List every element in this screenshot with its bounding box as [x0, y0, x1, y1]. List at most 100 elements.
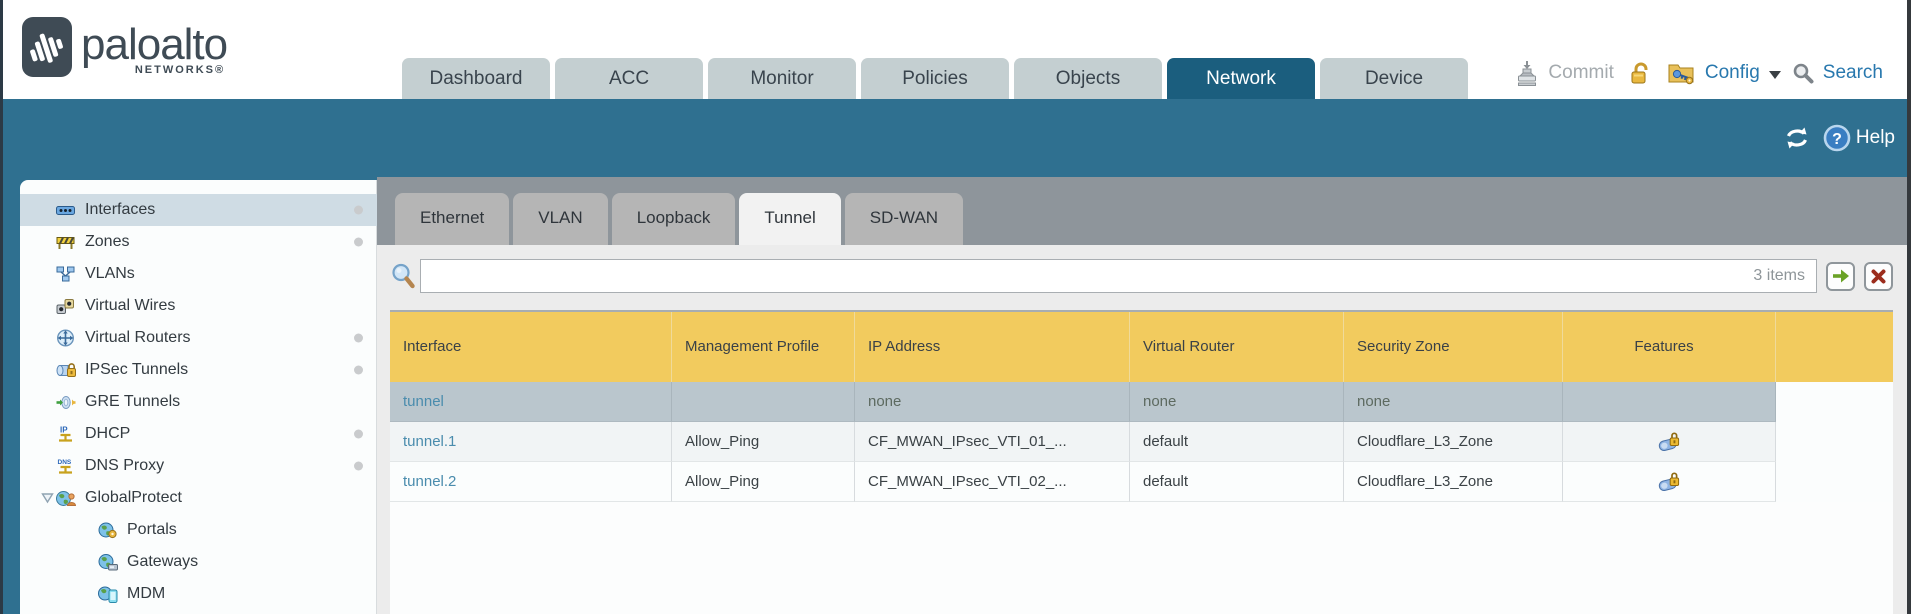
interfaces-icon: [56, 201, 76, 219]
interface-type-tabs: Ethernet VLAN Loopback Tunnel SD-WAN: [377, 177, 1907, 245]
security-zone-cell: Cloudflare_L3_Zone: [1344, 422, 1563, 462]
sidebar-item[interactable]: IP DHCP: [20, 418, 377, 450]
nav-tab[interactable]: Policies: [861, 58, 1009, 99]
status-dot: [354, 461, 363, 471]
column-header[interactable]: Features: [1563, 312, 1776, 382]
sidebar-item-label: GlobalProtect: [85, 489, 182, 506]
globalprotect-icon: [56, 489, 76, 507]
table-header-row: Interface Management Profile IP Address …: [390, 312, 1893, 382]
mdm-icon: [98, 585, 118, 603]
virtual-router-cell: none: [1130, 382, 1344, 422]
help-label[interactable]: Help: [1855, 127, 1895, 148]
table-row[interactable]: tunnel.2 Allow_Ping CF_MWAN_IPsec_VTI_02…: [390, 462, 1893, 502]
nav-tab[interactable]: Monitor: [708, 58, 856, 99]
tunnel-panel: 3 items Interface: [377, 245, 1907, 614]
management-profile-cell: Allow_Ping: [672, 422, 855, 462]
svg-text:IP: IP: [60, 426, 68, 435]
app-header: paloalto NETWORKS® Dashboard ACC Monitor…: [3, 0, 1907, 99]
features-cell: [1563, 462, 1776, 502]
management-profile-cell: [672, 382, 855, 422]
subtab[interactable]: VLAN: [513, 193, 608, 245]
main-content: Ethernet VLAN Loopback Tunnel SD-WAN: [377, 177, 1907, 614]
sidebar-item[interactable]: VLANs: [20, 258, 377, 290]
brand-word: paloalto: [81, 20, 228, 69]
utility-toolbar: Commit Config Search: [1515, 56, 1883, 90]
sidebar-item[interactable]: Portals: [20, 514, 377, 546]
status-dot: [354, 365, 363, 375]
lock-icon[interactable]: [1629, 61, 1652, 86]
sidebar-item[interactable]: Virtual Wires: [20, 290, 377, 322]
table-row[interactable]: tunnel none none none: [390, 382, 1893, 422]
column-header[interactable]: IP Address: [855, 312, 1130, 382]
interface-link[interactable]: tunnel.1: [403, 433, 457, 450]
help-icon[interactable]: ?: [1823, 124, 1851, 152]
sidebar-item[interactable]: Virtual Routers: [20, 322, 377, 354]
row-filler: [1776, 422, 1893, 462]
zones-icon: [56, 233, 76, 251]
filter-input[interactable]: 3 items: [420, 259, 1817, 293]
interface-link[interactable]: tunnel.2: [403, 473, 457, 490]
features-lock-icon: [1657, 431, 1682, 452]
sidebar-item-label: Virtual Wires: [85, 297, 176, 314]
column-header-filler: [1776, 312, 1893, 382]
subtab[interactable]: SD-WAN: [844, 193, 964, 245]
sidebar-item[interactable]: Interfaces: [20, 194, 377, 226]
subtab[interactable]: Ethernet: [395, 193, 510, 245]
config-icon[interactable]: [1667, 61, 1696, 85]
apply-filter-button[interactable]: [1826, 261, 1855, 291]
refresh-icon[interactable]: [1782, 126, 1812, 150]
sidebar-item[interactable]: MDM: [20, 578, 377, 610]
security-zone-cell: Cloudflare_L3_Zone: [1344, 462, 1563, 502]
config-button[interactable]: Config: [1704, 62, 1760, 83]
nav-tab[interactable]: Dashboard: [402, 58, 550, 99]
nav-tab[interactable]: ACC: [555, 58, 703, 99]
sidebar-item[interactable]: GlobalProtect: [20, 482, 377, 514]
tunnel-interfaces-table: Interface Management Profile IP Address …: [390, 310, 1893, 614]
column-header[interactable]: Virtual Router: [1130, 312, 1344, 382]
interface-cell: tunnel.2: [390, 462, 672, 502]
filter-row: 3 items: [390, 258, 1893, 294]
sidebar-item[interactable]: Zones: [20, 226, 377, 258]
virtual-wires-icon: [56, 297, 76, 315]
tree-expander-icon[interactable]: [41, 493, 54, 504]
chevron-down-icon[interactable]: [1768, 71, 1781, 79]
interface-link[interactable]: tunnel: [403, 393, 444, 410]
dns-proxy-icon: DNS: [56, 457, 76, 475]
search-icon[interactable]: [1792, 62, 1814, 84]
virtual-router-cell: default: [1130, 462, 1344, 502]
features-cell: [1563, 422, 1776, 462]
nav-tab[interactable]: Device: [1320, 58, 1468, 99]
search-button[interactable]: Search: [1822, 62, 1883, 83]
sidebar-item[interactable]: GRE Tunnels: [20, 386, 377, 418]
status-dot: [354, 333, 363, 343]
row-filler: [1776, 462, 1893, 502]
paloalto-logo-icon: [22, 17, 72, 77]
column-header[interactable]: Interface: [390, 312, 672, 382]
vlans-icon: [56, 265, 76, 283]
subtab[interactable]: Loopback: [611, 193, 736, 245]
sidebar-item-label: Zones: [85, 233, 130, 250]
sidebar-item-label: Virtual Routers: [85, 329, 191, 346]
left-rail: Interfaces Zones: [3, 177, 377, 614]
sidebar-item[interactable]: DNS DNS Proxy: [20, 450, 377, 482]
features-lock-icon: [1657, 471, 1682, 492]
brand-networks: NETWORKS®: [134, 64, 226, 76]
sidebar-item[interactable]: IPSec Tunnels: [20, 354, 377, 386]
svg-text:DNS: DNS: [58, 459, 72, 466]
ip-address-cell: none: [855, 382, 1130, 422]
column-header[interactable]: Management Profile: [672, 312, 855, 382]
filter-magnifier-icon[interactable]: [390, 262, 420, 290]
sidebar-item-label: Portals: [127, 521, 177, 538]
column-header[interactable]: Security Zone: [1344, 312, 1563, 382]
sidebar-item[interactable]: Gateways: [20, 546, 377, 578]
commit-icon[interactable]: [1515, 60, 1539, 86]
window-right-edge: [1907, 0, 1911, 614]
subtab[interactable]: Tunnel: [739, 193, 841, 245]
commit-button[interactable]: Commit: [1548, 62, 1614, 83]
gateways-icon: [98, 553, 118, 571]
nav-tab[interactable]: Network: [1167, 58, 1315, 99]
table-row[interactable]: tunnel.1 Allow_Ping CF_MWAN_IPsec_VTI_01…: [390, 422, 1893, 462]
nav-tab[interactable]: Objects: [1014, 58, 1162, 99]
window-left-edge: [0, 0, 3, 614]
clear-filter-button[interactable]: [1864, 261, 1893, 291]
